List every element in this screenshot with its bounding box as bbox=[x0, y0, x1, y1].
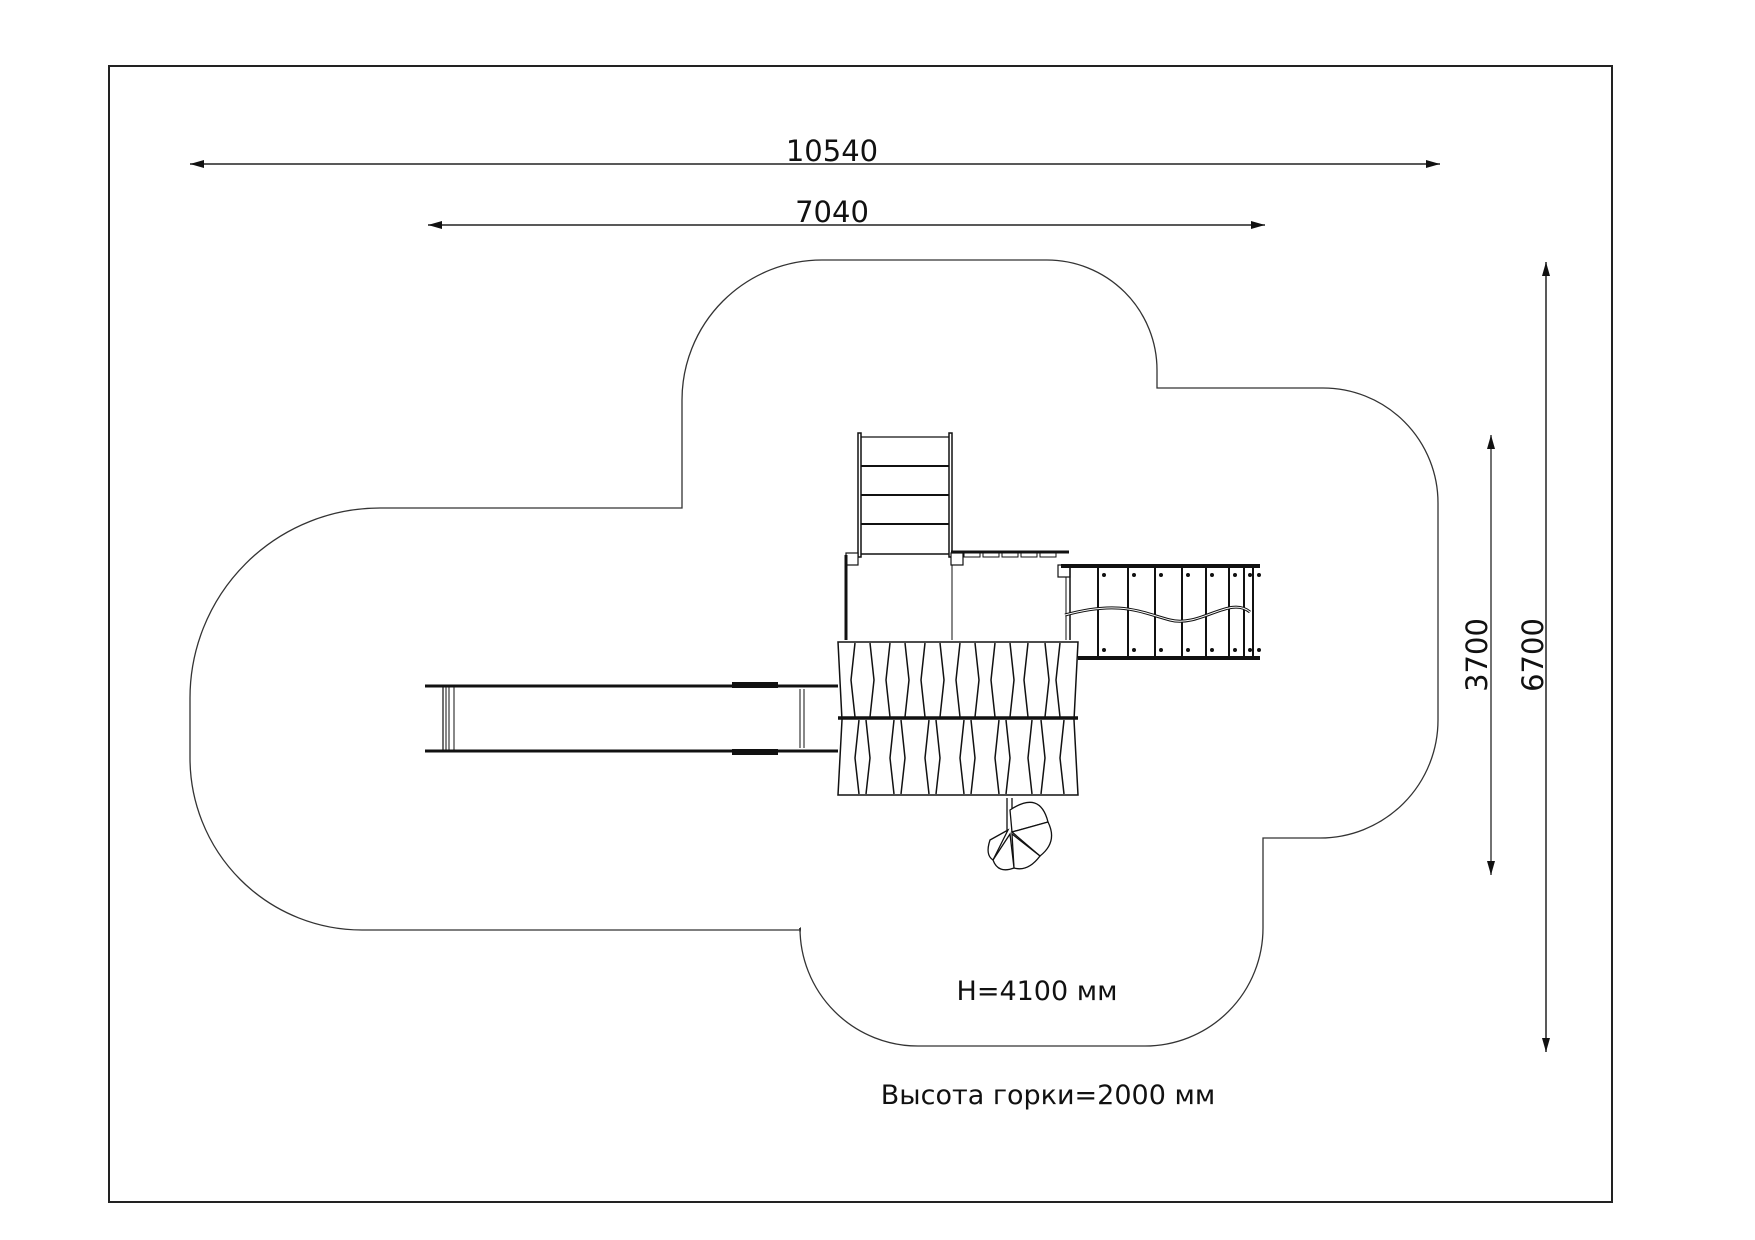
equipment-height-label: H=4100 мм bbox=[957, 976, 1118, 1007]
bridge-bolt bbox=[1248, 573, 1252, 577]
spiral-petal-element bbox=[987, 798, 1053, 871]
deck-plank bbox=[1020, 552, 1038, 558]
wall-panel-seam bbox=[850, 642, 856, 718]
wall-panel-seam bbox=[955, 642, 961, 718]
dimension-label-equipment-depth: 3700 bbox=[1460, 618, 1494, 692]
wall-panel-seam bbox=[865, 719, 871, 795]
bridge-bolt bbox=[1257, 573, 1261, 577]
wall-panel-seam bbox=[1027, 719, 1033, 795]
wall-panel-seam bbox=[959, 719, 965, 795]
bridge-bolt bbox=[1132, 573, 1136, 577]
wall-panel-seam bbox=[885, 642, 891, 718]
dimension-label-equipment-width: 7040 bbox=[795, 195, 869, 229]
wall-panel-seam bbox=[920, 642, 926, 718]
bridge-bolt bbox=[1102, 648, 1106, 652]
wall-panel-seam bbox=[1040, 719, 1046, 795]
bridge-bolt bbox=[1233, 573, 1237, 577]
bridge-bolt bbox=[1159, 648, 1163, 652]
deck-plank bbox=[982, 552, 1000, 558]
wall-panel-seam bbox=[1023, 642, 1029, 718]
dimension-label-overall-depth: 6700 bbox=[1516, 618, 1550, 692]
wall-panel-seam bbox=[900, 719, 906, 795]
ladder bbox=[857, 432, 953, 558]
wall-panel-seam bbox=[854, 719, 860, 795]
bridge-bolt bbox=[1210, 573, 1214, 577]
deck-plank bbox=[1039, 552, 1057, 558]
wall-panel-seam bbox=[974, 642, 980, 718]
wall-panel-seam bbox=[924, 719, 930, 795]
wall-panel-seam bbox=[935, 719, 941, 795]
wall-panel-seam bbox=[1059, 719, 1065, 795]
playground-equipment bbox=[425, 432, 1261, 871]
wall-panel-seam bbox=[1044, 642, 1050, 718]
wall-panel-seam bbox=[939, 642, 945, 718]
wall-panel-seam bbox=[990, 642, 996, 718]
safety-zone-outline bbox=[380, 259, 1439, 1047]
bridge-bolt bbox=[1102, 573, 1106, 577]
drawing-frame bbox=[108, 65, 1613, 1203]
wall-panel-seam bbox=[904, 642, 910, 718]
bridge-bolt bbox=[1132, 648, 1136, 652]
bridge-bolt bbox=[1257, 648, 1261, 652]
tower-deck bbox=[844, 550, 1071, 645]
wall-panel-seam bbox=[1009, 642, 1015, 718]
safety-zone-west-lobe bbox=[189, 507, 801, 931]
dimension-label-overall-width: 10540 bbox=[786, 134, 878, 168]
net-bridge bbox=[1061, 564, 1261, 660]
bridge-bolt bbox=[1233, 648, 1237, 652]
bridge-bolt bbox=[1210, 648, 1214, 652]
bridge-bolt bbox=[1186, 648, 1190, 652]
climbing-wall bbox=[837, 640, 1079, 798]
bridge-bolt bbox=[1248, 648, 1252, 652]
wall-panel-seam bbox=[869, 642, 875, 718]
bridge-bolt bbox=[1186, 573, 1190, 577]
wall-panel-seam bbox=[970, 719, 976, 795]
slide bbox=[425, 682, 838, 755]
deck-plank bbox=[1001, 552, 1019, 558]
deck-plank bbox=[963, 552, 981, 558]
wall-panel-seam bbox=[1005, 719, 1011, 795]
wall-panel-seam bbox=[994, 719, 1000, 795]
wall-panel-seam bbox=[1055, 642, 1061, 718]
bridge-bolt bbox=[1159, 573, 1163, 577]
slide-height-label: Высота горки=2000 мм bbox=[881, 1080, 1215, 1111]
wall-panel-seam bbox=[889, 719, 895, 795]
